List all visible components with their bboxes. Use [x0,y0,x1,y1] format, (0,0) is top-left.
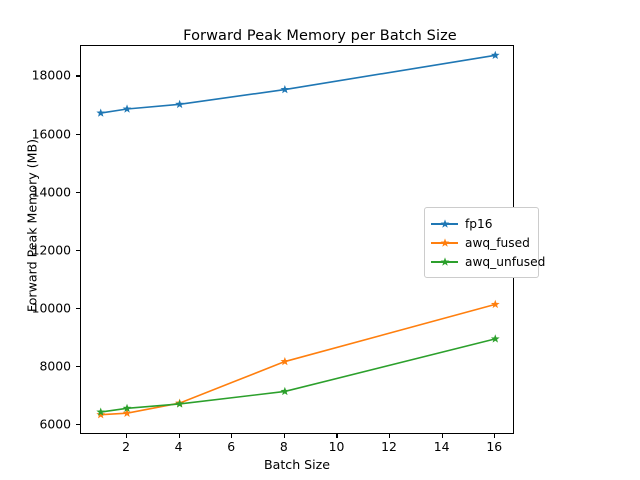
y-tick-label: 6000 [39,416,71,432]
y-tick-mark [76,423,80,425]
x-tick-label: 14 [433,439,450,454]
legend-item-awq_unfused[interactable]: awq_unfused [431,252,545,271]
x-tick-label: 8 [279,439,288,454]
y-tick-mark [76,307,80,309]
x-tick-label: 12 [381,439,397,454]
series-marker-awq_fused [96,410,106,419]
x-tick-label: 4 [174,439,183,454]
series-line-awq_fused [100,303,496,416]
series-line-fp16 [100,54,496,114]
legend-item-fp16[interactable]: fp16 [431,214,531,233]
x-tick-label: 16 [486,439,503,454]
series-marker-awq_fused [280,356,290,366]
legend-item-awq_fused[interactable]: awq_fused [431,233,531,252]
x-tick-mark [231,434,233,438]
series-marker-fp16 [280,84,290,94]
legend-label: fp16 [465,216,493,231]
legend-star-icon [440,256,449,266]
legend[interactable]: fp16 awq_fused awq_unfused [424,207,545,278]
y-tick-label: 14000 [31,184,71,200]
legend-swatch-fp16 [431,217,458,231]
series-marker-awq_unfused [122,403,132,413]
x-tick-mark [441,434,443,438]
legend-star-icon [440,218,449,228]
legend-swatch-awq_unfused [431,255,458,269]
x-tick-mark [126,434,128,438]
x-tick-label: 10 [328,439,345,454]
series-marker-awq_unfused [175,399,185,408]
y-tick-label: 8000 [39,358,71,374]
x-tick-label: 2 [122,439,130,454]
x-tick-mark [494,434,496,438]
series-line-awq_unfused [100,338,496,413]
series-marker-fp16 [122,104,132,113]
y-tick-mark [76,75,80,77]
y-tick-mark [76,365,80,367]
series-marker-awq_fused [122,408,132,417]
legend-label: awq_fused [465,235,530,250]
series-marker-awq_fused [490,299,500,309]
x-axis-label: Batch Size [263,457,331,472]
x-tick-label: 6 [227,439,236,454]
x-tick-mark [283,434,285,438]
y-tick-mark [76,249,80,251]
chart-title: Forward Peak Memory per Batch Size [183,28,457,44]
series-marker-awq_unfused [280,386,290,396]
series-marker-awq_unfused [96,407,106,416]
legend-star-icon [440,237,449,247]
y-tick-label: 18000 [31,67,71,83]
x-tick-mark [178,434,180,438]
x-tick-mark [336,434,338,438]
series-marker-fp16 [96,108,106,117]
y-tick-label: 16000 [31,126,71,142]
series-marker-awq_unfused [490,334,500,343]
x-tick-mark [389,434,391,438]
y-tick-label: 10000 [31,300,71,316]
y-tick-label: 12000 [31,242,71,258]
series-marker-fp16 [175,99,185,109]
y-axis-label: Forward Peak Memory (MB) [24,138,40,313]
y-tick-mark [76,133,80,135]
legend-label: awq_unfused [465,254,546,269]
y-tick-mark [76,191,80,193]
plot-svg [96,50,500,419]
legend-swatch-awq_fused [431,236,458,250]
series-marker-fp16 [490,50,500,60]
